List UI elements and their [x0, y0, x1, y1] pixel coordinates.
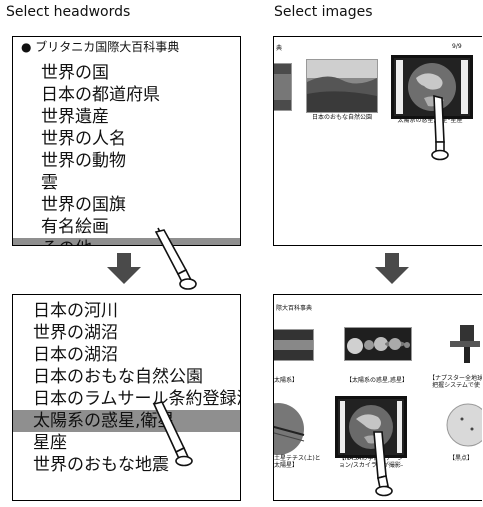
list-item[interactable]: 世界の動物 — [41, 151, 126, 171]
list-item[interactable]: 星座 — [33, 433, 67, 453]
image-caption: 【黒点】 — [448, 455, 473, 462]
image-thumbnail[interactable] — [274, 329, 314, 361]
list-item[interactable]: 世界の人名 — [41, 129, 126, 149]
list-item[interactable]: 世界の国旗 — [41, 195, 126, 215]
image-panel-top: 典 9/9 日本のおもな自然公園 太陽系の惑星,衛星･星座 — [273, 36, 482, 246]
list-item[interactable]: 雲 — [41, 173, 58, 193]
list-item[interactable]: 日本の都道府県 — [41, 85, 160, 105]
page-indicator: 9/9 — [452, 43, 462, 50]
image-caption: 【太陽系の惑星,惑星】 — [346, 377, 408, 384]
list-item-selected[interactable]: その他 — [13, 238, 240, 245]
list-item[interactable]: 日本の湖沼 — [33, 345, 118, 365]
image-caption: 【ナプスター全地球 把握システムで使 — [428, 375, 482, 389]
dictionary-title: ● ブリタニカ国際大百科事典 — [21, 40, 180, 54]
headword-panel-bottom: 日本の河川 世界の湖沼 日本の湖沼 日本のおもな自然公園 日本のラムサール条約登… — [12, 294, 241, 501]
image-caption: 太陽系】 — [274, 377, 299, 384]
stylus-icon — [431, 94, 449, 161]
headwords-heading: Select headwords — [6, 4, 131, 20]
panel-header-left: 際大百科事典 — [276, 305, 313, 312]
down-arrow-icon — [375, 253, 409, 284]
headword-list: 世界の国 日本の都道府県 世界遺産 世界の人名 世界の動物 雲 世界の国旗 有名… — [13, 62, 240, 245]
list-item[interactable]: 日本のラムサール条約登録湿地 — [33, 389, 240, 409]
down-arrow-icon — [107, 253, 141, 284]
image-thumbnail[interactable] — [306, 59, 378, 113]
image-caption: 太陽系の惑星,衛星･星座 — [397, 117, 463, 124]
image-thumbnail[interactable] — [446, 321, 482, 367]
image-thumbnail[interactable] — [274, 401, 306, 455]
headword-list: 日本の河川 世界の湖沼 日本の湖沼 日本のおもな自然公園 日本のラムサール条約登… — [13, 300, 240, 476]
stylus-icon — [152, 401, 193, 467]
list-item[interactable]: 世界の国 — [41, 63, 109, 83]
list-item[interactable]: 世界のおもな地震 — [33, 455, 169, 475]
list-item-selected[interactable]: 太陽系の惑星,衛星 — [13, 410, 240, 432]
image-thumbnail[interactable] — [274, 63, 292, 111]
image-thumbnail[interactable] — [442, 403, 482, 447]
image-thumbnail-selected[interactable] — [392, 56, 472, 118]
list-item[interactable]: 世界遺産 — [41, 107, 109, 127]
panel-header-left: 典 — [276, 45, 283, 52]
image-thumbnail[interactable] — [344, 327, 412, 361]
image-caption: 土星テチス(上)と 太陽星】 — [274, 455, 321, 469]
image-caption: 日本のおもな自然公園 — [311, 114, 372, 121]
stylus-icon — [154, 227, 197, 290]
list-item[interactable]: 日本のおもな自然公園 — [33, 367, 203, 387]
image-caption: 【NASAの宇宙ステーシ ョン/スカイラボが撮影- — [338, 455, 404, 469]
list-item[interactable]: 有名絵画 — [41, 217, 109, 237]
list-item[interactable]: 日本の河川 — [33, 301, 118, 321]
list-item[interactable]: 世界の湖沼 — [33, 323, 118, 343]
stylus-icon — [373, 431, 393, 497]
headword-panel-top: ● ブリタニカ国際大百科事典 世界の国 日本の都道府県 世界遺産 世界の人名 世… — [12, 36, 241, 246]
images-heading: Select images — [274, 4, 373, 20]
